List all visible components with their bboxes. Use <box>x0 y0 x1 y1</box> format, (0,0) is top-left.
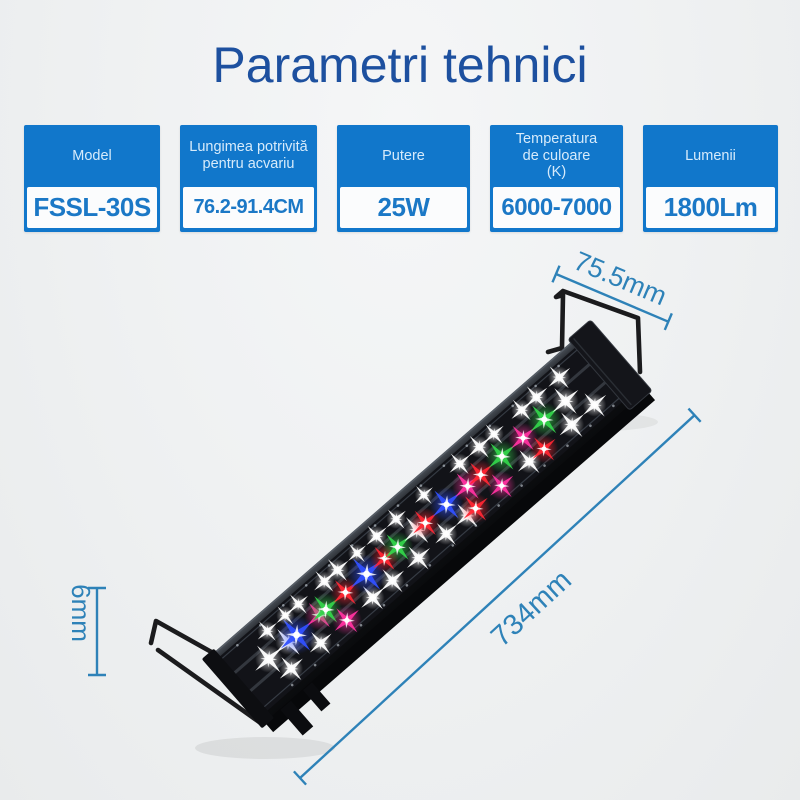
led-white <box>582 393 607 417</box>
led-white <box>559 412 585 438</box>
spec-value-color-temp: 6000-7000 <box>493 187 620 228</box>
dimension-length-label: 734mm <box>485 564 578 653</box>
reflection-dot <box>488 424 492 428</box>
led-white <box>525 386 548 409</box>
reflection-dot <box>451 544 455 547</box>
reflection-dot <box>304 584 308 587</box>
bar-foot <box>303 682 331 712</box>
reflection-dot <box>350 544 354 547</box>
spec-value-lumens: 1800Lm <box>646 187 775 228</box>
reflection-dot <box>543 464 546 467</box>
led-white <box>406 546 431 570</box>
led-magenta <box>487 471 516 500</box>
led-white <box>309 631 332 655</box>
led-blue <box>429 487 464 522</box>
reflection-dot <box>259 623 262 627</box>
led-white <box>276 606 295 625</box>
bar-end-cap-far <box>568 320 652 410</box>
reflection-dot <box>557 364 560 368</box>
led-white <box>386 509 406 529</box>
spec-header-label: Putere <box>382 147 425 164</box>
dimension-height: 6mm <box>66 584 106 677</box>
bar-side-face <box>261 386 656 733</box>
led-white <box>435 522 458 545</box>
dimension-width: 75.5mm <box>551 246 673 331</box>
reflection-dot <box>474 524 478 527</box>
reflection-dot <box>327 564 331 567</box>
reflection-dot <box>442 464 446 468</box>
led-white <box>288 594 309 614</box>
led-white <box>484 424 504 444</box>
led-white <box>552 388 579 415</box>
led-green <box>527 402 562 437</box>
spec-header-label: Temperatura de culoare (K) <box>515 130 598 181</box>
reflection-dot <box>465 444 469 448</box>
led-red <box>529 434 559 464</box>
spec-column-lumens: Lumenii 1800Lm <box>643 125 778 232</box>
spec-value-length: 76.2-91.4CM <box>183 187 314 228</box>
led-white <box>279 656 304 681</box>
shadow <box>195 737 335 759</box>
reflection-dot <box>396 504 400 507</box>
led-white <box>366 525 387 547</box>
spec-header-label: Lumenii <box>685 147 736 164</box>
spec-header-label: Model <box>72 147 112 164</box>
led-magenta <box>331 605 362 636</box>
dimension-height-label: 6mm <box>66 584 96 642</box>
reflection-dot <box>520 484 523 487</box>
spec-value-power: 25W <box>340 187 467 228</box>
reflection-dot <box>405 584 409 587</box>
led-white <box>511 399 533 421</box>
led-white <box>449 453 471 475</box>
reflection-dot <box>497 504 500 507</box>
led-bar <box>202 320 656 736</box>
led-white <box>414 485 434 505</box>
reflection-dot <box>336 643 340 647</box>
spec-column-power: Putere 25W <box>337 125 470 232</box>
reflection-dot <box>373 524 377 527</box>
led-white <box>468 435 491 458</box>
led-white <box>548 366 571 389</box>
led-white <box>347 544 367 563</box>
mounting-bracket-right <box>545 288 643 375</box>
bar-foot <box>280 700 314 736</box>
reflection-dot <box>589 424 592 428</box>
reflection-dot <box>511 404 515 408</box>
led-red <box>410 507 441 538</box>
led-white <box>380 568 405 593</box>
spec-table: Model FSSL-30S Lungimea potrivită pentru… <box>24 125 778 232</box>
reflection-dot <box>566 444 569 448</box>
reflection-dot <box>534 384 537 388</box>
reflection-dot <box>236 643 239 647</box>
spec-value-model: FSSL-30S <box>27 187 157 228</box>
led-green <box>381 531 414 563</box>
spec-column-model: Model FSSL-30S <box>24 125 160 232</box>
reflection-dot <box>382 603 386 607</box>
bar-end-cap-near <box>202 649 274 728</box>
led-green <box>485 439 519 473</box>
reflection-dot <box>359 623 363 627</box>
spec-header-label: Lungimea potrivită pentru acvariu <box>189 139 308 172</box>
spec-column-length: Lungimea potrivită pentru acvariu 76.2-9… <box>180 125 317 232</box>
led-blue <box>277 615 317 655</box>
reflection-dot <box>428 564 432 567</box>
page-title: Parametri tehnici <box>212 37 588 93</box>
led-white <box>326 559 349 582</box>
led-white <box>255 645 283 673</box>
reflection-dot <box>290 683 294 687</box>
reflection-dot <box>313 663 317 667</box>
reflection-dot <box>419 484 423 487</box>
spec-column-color-temp: Temperatura de culoare (K) 6000-7000 <box>490 125 623 232</box>
led-white <box>257 621 278 641</box>
reflection-dot <box>281 604 285 607</box>
led-array <box>236 364 615 687</box>
reflection-dot <box>612 404 615 408</box>
